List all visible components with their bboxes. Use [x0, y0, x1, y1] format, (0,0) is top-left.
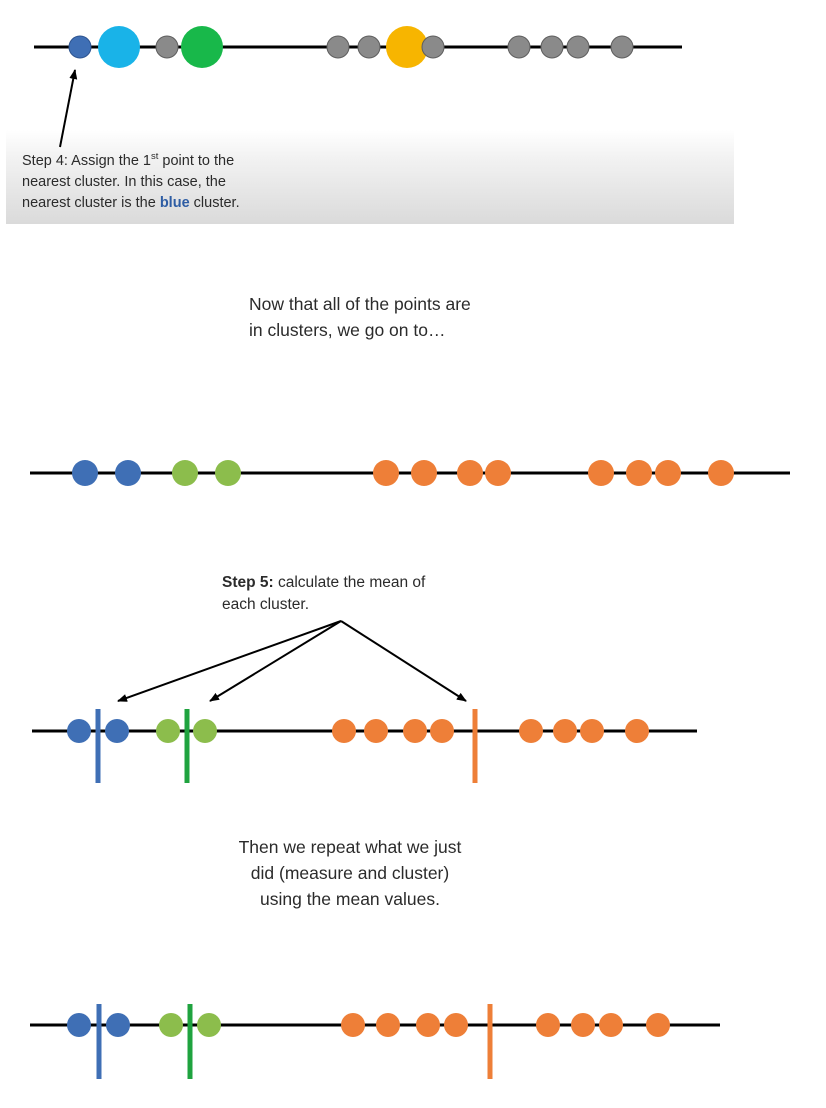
- row1-point-10: [540, 35, 564, 59]
- step4-line-3-prefix: nearest cluster is the: [22, 195, 160, 211]
- step4-line-1: Step 4: Assign the 1st point to the: [22, 151, 322, 172]
- row2-point-6: [411, 460, 437, 486]
- row3-point-2: [105, 719, 129, 743]
- step4-line-2: nearest cluster. In this case, the: [22, 174, 226, 190]
- row4-point-3: [159, 1013, 183, 1037]
- row4-point-6: [376, 1013, 400, 1037]
- step5-text: Step 5: calculate the mean of each clust…: [222, 572, 482, 615]
- transition-text: Now that all of the points are in cluste…: [249, 291, 569, 343]
- step4-blue-word: blue: [159, 195, 190, 211]
- step4-pointer-arrow: [59, 69, 78, 148]
- row4-point-2: [106, 1013, 130, 1037]
- row2-point-3: [172, 460, 198, 486]
- row2-point-4: [215, 460, 241, 486]
- step5-line-1-rest: calculate the mean of: [273, 574, 426, 591]
- row1-initial-orange-cluster: [386, 26, 428, 68]
- row4-point-5: [341, 1013, 365, 1037]
- row1-point-6: [357, 35, 381, 59]
- row3-point-8: [430, 719, 454, 743]
- repeat-text: Then we repeat what we just did (measure…: [200, 834, 500, 912]
- row3-point-7: [403, 719, 427, 743]
- row4-point-9: [536, 1013, 560, 1037]
- step4-line-3: nearest cluster is the blue cluster.: [22, 193, 322, 214]
- row1-point-8: [421, 35, 445, 59]
- row2-point-8: [485, 460, 511, 486]
- step5-arrow-to-green-mean: [209, 620, 342, 702]
- row2-point-11: [655, 460, 681, 486]
- step5-arrow-to-blue-mean: [117, 620, 342, 702]
- row3-point-3: [156, 719, 180, 743]
- row2-point-10: [626, 460, 652, 486]
- row4-point-12: [646, 1013, 670, 1037]
- row1-point-11: [566, 35, 590, 59]
- row3-point-11: [580, 719, 604, 743]
- step4-line-1-prefix: Step 4: Assign the 1: [22, 153, 151, 169]
- row1-point-9: [507, 35, 531, 59]
- row4-repeat: [30, 1004, 720, 1079]
- row1-point-5: [326, 35, 350, 59]
- row3-point-9: [519, 719, 543, 743]
- row3-point-12: [625, 719, 649, 743]
- step4-ordinal-suffix: st: [150, 151, 159, 163]
- row2-point-9: [588, 460, 614, 486]
- transition-line-1: Now that all of the points are: [249, 294, 471, 314]
- step4-line-1-suffix: point to the: [158, 153, 235, 169]
- step5-arrow-to-orange-mean: [340, 620, 467, 702]
- row1-point-1: [68, 35, 92, 59]
- repeat-line-3: using the mean values.: [260, 889, 440, 909]
- step5-line-2: each cluster.: [222, 595, 310, 613]
- row3-point-1: [67, 719, 91, 743]
- row4-point-8: [444, 1013, 468, 1037]
- row2-point-1: [72, 460, 98, 486]
- row1-initial-green-cluster: [181, 26, 223, 68]
- step4-text: Step 4: Assign the 1st point to the near…: [22, 151, 322, 214]
- row3-point-6: [364, 719, 388, 743]
- row4-point-7: [416, 1013, 440, 1037]
- row4-point-10: [571, 1013, 595, 1037]
- step5-label: Step 5:: [222, 574, 274, 591]
- row3-point-10: [553, 719, 577, 743]
- row1-point-12: [610, 35, 634, 59]
- row1-point-3: [155, 35, 179, 59]
- step4-line-3-suffix: cluster.: [189, 195, 240, 211]
- step4-callout-panel: [6, 130, 734, 224]
- row3-point-5: [332, 719, 356, 743]
- row2-clustered: [30, 460, 790, 486]
- step5-arrows: [117, 620, 467, 702]
- step5-line-1: Step 5: calculate the mean of: [222, 572, 482, 594]
- row2-point-7: [457, 460, 483, 486]
- row2-point-12: [708, 460, 734, 486]
- transition-line-2: in clusters, we go on to…: [249, 320, 446, 340]
- row1-initial-blue-cluster: [98, 26, 140, 68]
- row2-point-5: [373, 460, 399, 486]
- row4-point-1: [67, 1013, 91, 1037]
- repeat-line-2: did (measure and cluster): [250, 863, 450, 883]
- row4-point-11: [599, 1013, 623, 1037]
- row3-point-4: [193, 719, 217, 743]
- row4-point-4: [197, 1013, 221, 1037]
- row3-means: [32, 709, 697, 783]
- row1-assignment: [34, 26, 682, 148]
- row2-point-2: [115, 460, 141, 486]
- repeat-line-1: Then we repeat what we just: [238, 837, 462, 857]
